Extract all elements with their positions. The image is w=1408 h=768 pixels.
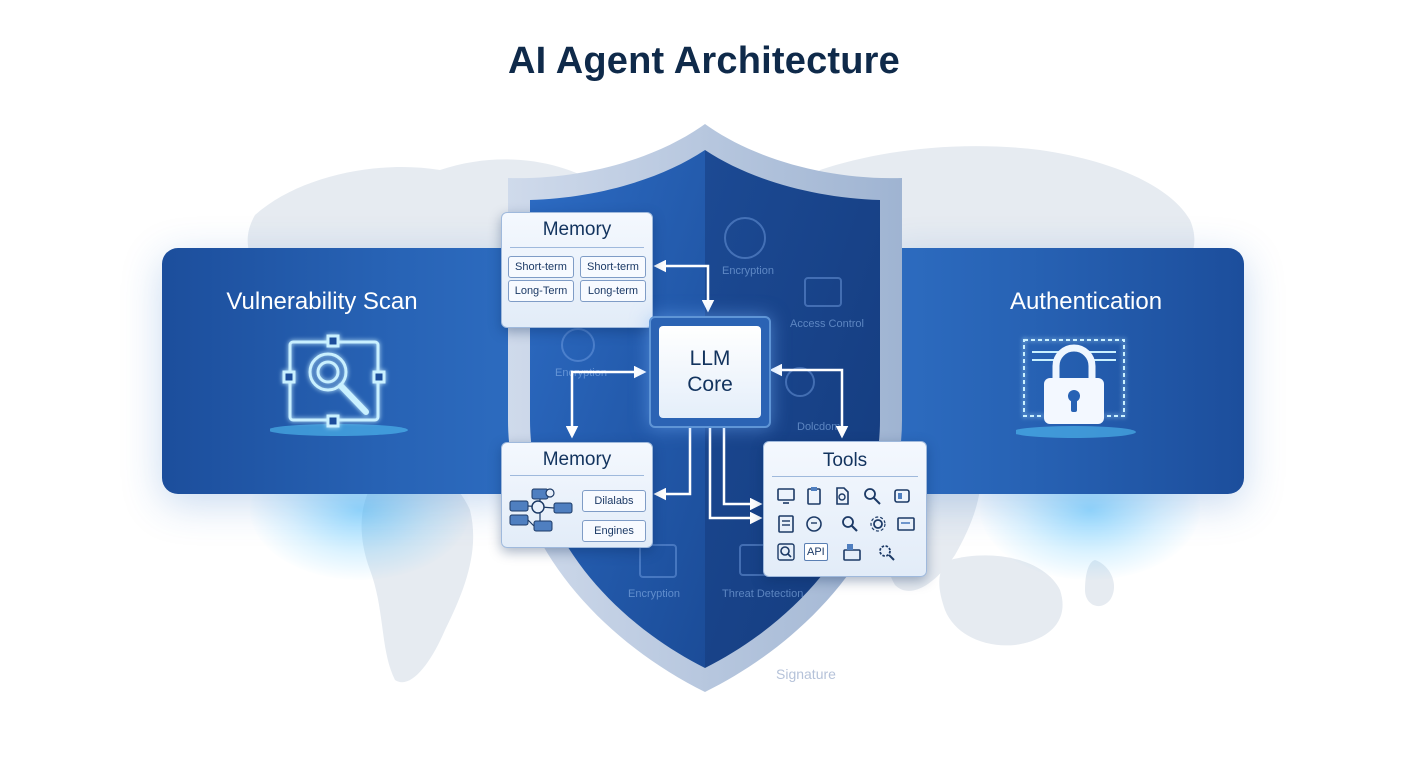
terminal-icon	[897, 517, 915, 531]
shield-label-6: Threat Detection	[722, 588, 804, 600]
memory-bottom-title: Memory	[542, 449, 612, 470]
magnifier-icon	[864, 488, 881, 505]
memory-chip-short-term-2: Short-term	[580, 256, 646, 278]
memory-bottom-divider	[510, 475, 644, 476]
memory-chip-engines: Engines	[582, 520, 646, 542]
vulnerability-scan-panel: Vulnerability Scan	[162, 248, 522, 494]
tools-card: Tools API	[763, 441, 927, 577]
authentication-title: Authentication	[1009, 288, 1163, 315]
network-icon	[843, 544, 861, 561]
tools-title: Tools	[822, 450, 868, 471]
api-icon: API	[804, 543, 828, 561]
llm-core-line1: LLM	[689, 347, 731, 370]
memory-top-divider	[510, 247, 644, 248]
search-icon	[842, 516, 858, 532]
query-icon	[777, 543, 795, 561]
memory-chip-dilalabs: Dilalabs	[582, 490, 646, 512]
shield-label-4: Dolcdom	[797, 421, 841, 433]
chat-icon	[806, 516, 822, 532]
shield-label-7: Signature	[776, 666, 836, 682]
memory-top-card: Memory Short-term Short-term Long-Term L…	[501, 212, 653, 328]
monitor-icon	[777, 488, 795, 504]
memory-chip-long-term-1: Long-Term	[508, 280, 574, 302]
memory-chip-short-term-1: Short-term	[508, 256, 574, 278]
memory-chip-long-term-2: Long-term	[580, 280, 646, 302]
llm-core-box: LLM Core	[649, 316, 771, 428]
llm-core-inner: LLM Core	[659, 326, 761, 418]
memory-bottom-card: Memory Dilalabs Engines	[501, 442, 653, 548]
shield-label-1: Encryption	[722, 265, 774, 277]
clipboard-icon	[807, 487, 821, 505]
shield-label-5: Encryption	[628, 588, 680, 600]
shield-label-2: Access Control	[790, 318, 864, 330]
document-icon	[836, 487, 849, 505]
page-title: AI Agent Architecture	[508, 40, 900, 82]
shield-label-3: Encryption	[555, 367, 607, 379]
report-icon	[778, 515, 794, 533]
tools-divider	[772, 476, 918, 477]
memory-top-title: Memory	[542, 219, 612, 240]
database-network-icon	[509, 488, 573, 532]
padlock-icon	[1016, 339, 1136, 438]
authentication-panel: Authentication	[886, 248, 1244, 494]
vulnerability-scan-title: Vulnerability Scan	[226, 288, 418, 315]
llm-core-line2: Core	[687, 373, 733, 396]
gear-icon	[870, 516, 886, 532]
magnifier-scan-icon	[270, 334, 408, 436]
settings-search-icon	[879, 545, 895, 561]
switch-icon	[894, 489, 910, 503]
